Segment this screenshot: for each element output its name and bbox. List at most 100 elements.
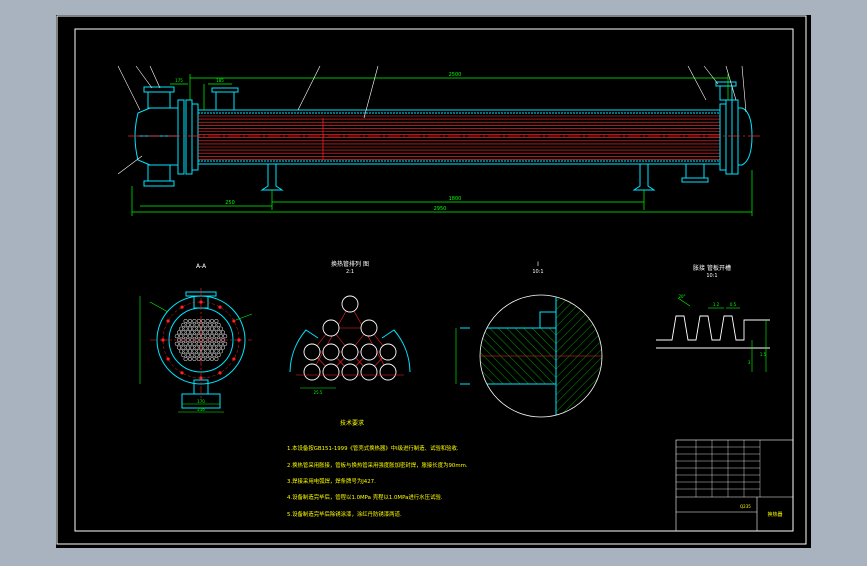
section-tube-hole (201, 356, 206, 362)
section-tube-hole (214, 318, 219, 324)
part-leaders (117, 65, 747, 175)
pitch-line (349, 303, 389, 373)
technical-requirements: 技术要求 1.本设备按GB151-1999《管壳式换热器》中I级进行制造、试验和… (287, 419, 468, 518)
tube-hole (303, 343, 321, 361)
groove-detail-view: 胀接 管板开槽 10:1 20° 1.2 0.5 3 1.5 (656, 264, 770, 372)
section-tube-hole (214, 349, 219, 354)
groove-dim-angle: 20° (678, 294, 685, 299)
main-elevation-view: 2500 250 1800 2950 175 185 (117, 65, 760, 216)
section-tube-hole (218, 341, 223, 346)
dim-bottom-left: 250 (225, 200, 235, 206)
dim-bottom-mid: 1800 (449, 196, 462, 202)
bolt-hole (161, 338, 165, 342)
section-tube-hole (192, 326, 197, 331)
detail-i-scale: 10:1 (532, 269, 543, 275)
section-tube-hole (209, 349, 215, 354)
groove-dim-height: 3 (748, 360, 751, 365)
left-outlet-flange (143, 180, 175, 187)
section-tube-hole (196, 341, 201, 346)
section-tube-hole (216, 345, 221, 350)
title-block (675, 439, 794, 532)
tube-layout-boundary-right (381, 329, 411, 373)
section-tube-hole (209, 334, 215, 339)
note-line-5: 5.设备制造完毕后除锈涂漆，涂红丹防锈漆两道. (287, 510, 402, 518)
section-tube-hole (190, 353, 195, 358)
tube-hole (360, 319, 378, 337)
section-tube-hole (205, 318, 210, 324)
section-tube-hole (181, 330, 186, 335)
tube-layout-scale: 2:1 (346, 269, 354, 275)
section-tube-hole (203, 330, 208, 335)
section-tube-hole (183, 341, 188, 346)
shell-inlet-flange (211, 87, 239, 93)
section-tube-hole (196, 318, 201, 324)
section-tube-hole (176, 330, 182, 335)
note-line-1: 1.本设备按GB151-1999《管壳式换热器》中I级进行制造、试验和验收. (287, 444, 459, 452)
section-tube-hole (194, 345, 199, 350)
section-tube-hole (194, 322, 199, 327)
title-block-grid (676, 440, 761, 497)
section-tube-hole (192, 341, 197, 346)
section-tube-hole (214, 356, 219, 362)
title-block-frame (675, 439, 794, 532)
section-dimensions (139, 296, 253, 413)
tube-layout-view: 换热管排列 图 2:1 25.5 (289, 260, 411, 395)
section-tube-hole (201, 341, 206, 346)
section-tube-hole (205, 326, 210, 331)
pitch-line (311, 303, 351, 373)
shell-outlet-flange (681, 177, 709, 183)
section-tube-hole (183, 334, 188, 339)
groove-dim-width: 1.2 (713, 302, 720, 307)
section-tube-hole (196, 349, 201, 354)
right-vent-flange (715, 81, 737, 87)
bolt-hole (218, 305, 222, 309)
tube-holes (303, 295, 397, 381)
groove-scale: 10:1 (706, 273, 717, 279)
section-dim-a: 170 (197, 399, 205, 404)
section-tube-hole (181, 322, 186, 327)
tube-hole (322, 363, 340, 381)
section-tube-hole (207, 345, 212, 350)
section-tube-hole (214, 326, 219, 331)
section-tube-hole (212, 345, 217, 350)
tube-hole (360, 363, 378, 381)
section-tube-hole (179, 334, 184, 339)
section-tube-hole (185, 345, 190, 350)
detail-i-title: I (537, 261, 539, 268)
note-line-4: 4.设备制造完毕后，管程以1.0MPa 壳程以1.0MPa进行水压试验. (287, 493, 443, 501)
section-tube-hole (194, 330, 199, 335)
section-tube-hole (203, 345, 208, 350)
bolt-holes (161, 300, 241, 380)
section-tube-hole (181, 353, 186, 358)
tube-hole (322, 319, 340, 337)
dim-right-flange: 185 (216, 78, 224, 83)
section-tube-hole (209, 356, 215, 362)
section-tube-holes (174, 318, 228, 362)
section-tube-hole (209, 318, 215, 324)
bolt-hole (218, 371, 222, 375)
section-tube-hole (198, 353, 204, 358)
title-block-material: Q235 (740, 504, 751, 509)
section-tube-hole (214, 341, 219, 346)
dim-top-length: 2500 (449, 72, 462, 78)
section-tube-hole (192, 334, 197, 339)
section-tube-hole (201, 318, 206, 324)
section-tube-hole (179, 326, 184, 331)
section-tube-hole (179, 341, 184, 346)
section-tube-hole (190, 330, 195, 335)
drawing-sheet (56, 15, 811, 548)
bolt-hole (232, 357, 236, 361)
section-tube-hole (201, 326, 206, 331)
section-tube-hole (196, 356, 201, 362)
section-tube-hole (223, 341, 228, 346)
bolt-hole (232, 319, 236, 323)
section-aa-title: A-A (196, 263, 207, 270)
section-tube-hole (183, 349, 188, 354)
section-tube-hole (223, 334, 228, 339)
note-line-2: 2.换热管采用胀接，管板与换热管采用强度胀加密封焊，胀接长度为90mm. (287, 461, 468, 469)
pitch-dim: 25.5 (314, 390, 323, 395)
section-tube-hole (183, 326, 188, 331)
section-tube-hole (196, 326, 201, 331)
section-tube-hole (201, 349, 206, 354)
left-shell-flange (185, 99, 193, 175)
